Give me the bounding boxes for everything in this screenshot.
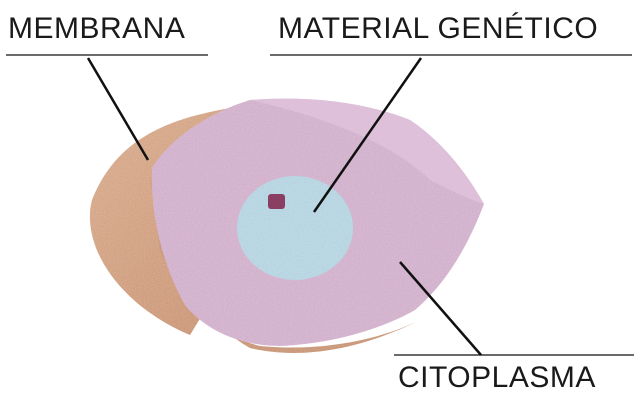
leader-line-material [312, 57, 423, 213]
label-citoplasma: CITOPLASMA [398, 361, 596, 394]
cytoplasm-facet [250, 98, 484, 204]
leader-line-membrana [86, 57, 150, 161]
nucleolus-shape [268, 194, 285, 209]
label-material-genetico: MATERIAL GENÉTICO [278, 12, 599, 45]
label-membrana: MEMBRANA [8, 12, 186, 45]
leader-line-citoplasma [399, 261, 482, 356]
nucleus-shape [237, 176, 353, 280]
